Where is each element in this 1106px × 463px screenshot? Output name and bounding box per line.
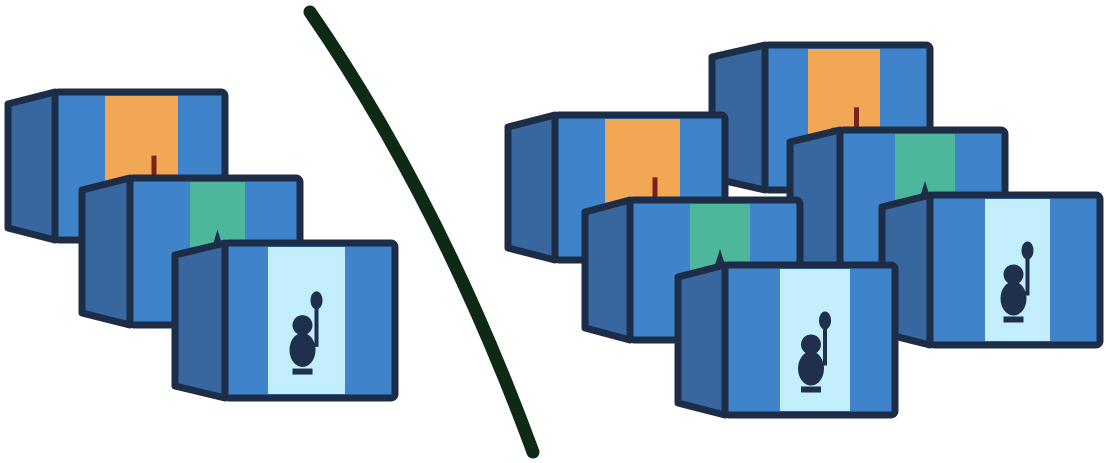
right-box-group xyxy=(504,41,1104,419)
figure-silhouette-icon xyxy=(289,291,323,375)
box-cyan xyxy=(171,239,399,402)
box-cyan xyxy=(674,261,899,419)
divider-slash xyxy=(303,5,540,459)
left-box-group xyxy=(4,88,399,402)
box-side-face xyxy=(171,239,229,402)
figure-silhouette-icon xyxy=(798,311,831,393)
box-cyan xyxy=(878,191,1104,349)
box-side-face xyxy=(674,261,729,419)
box-side-face xyxy=(504,111,559,264)
figure-silhouette-icon xyxy=(1000,241,1034,323)
box-side-face xyxy=(4,88,59,244)
box-side-face xyxy=(581,196,634,344)
box-side-face xyxy=(78,174,134,329)
